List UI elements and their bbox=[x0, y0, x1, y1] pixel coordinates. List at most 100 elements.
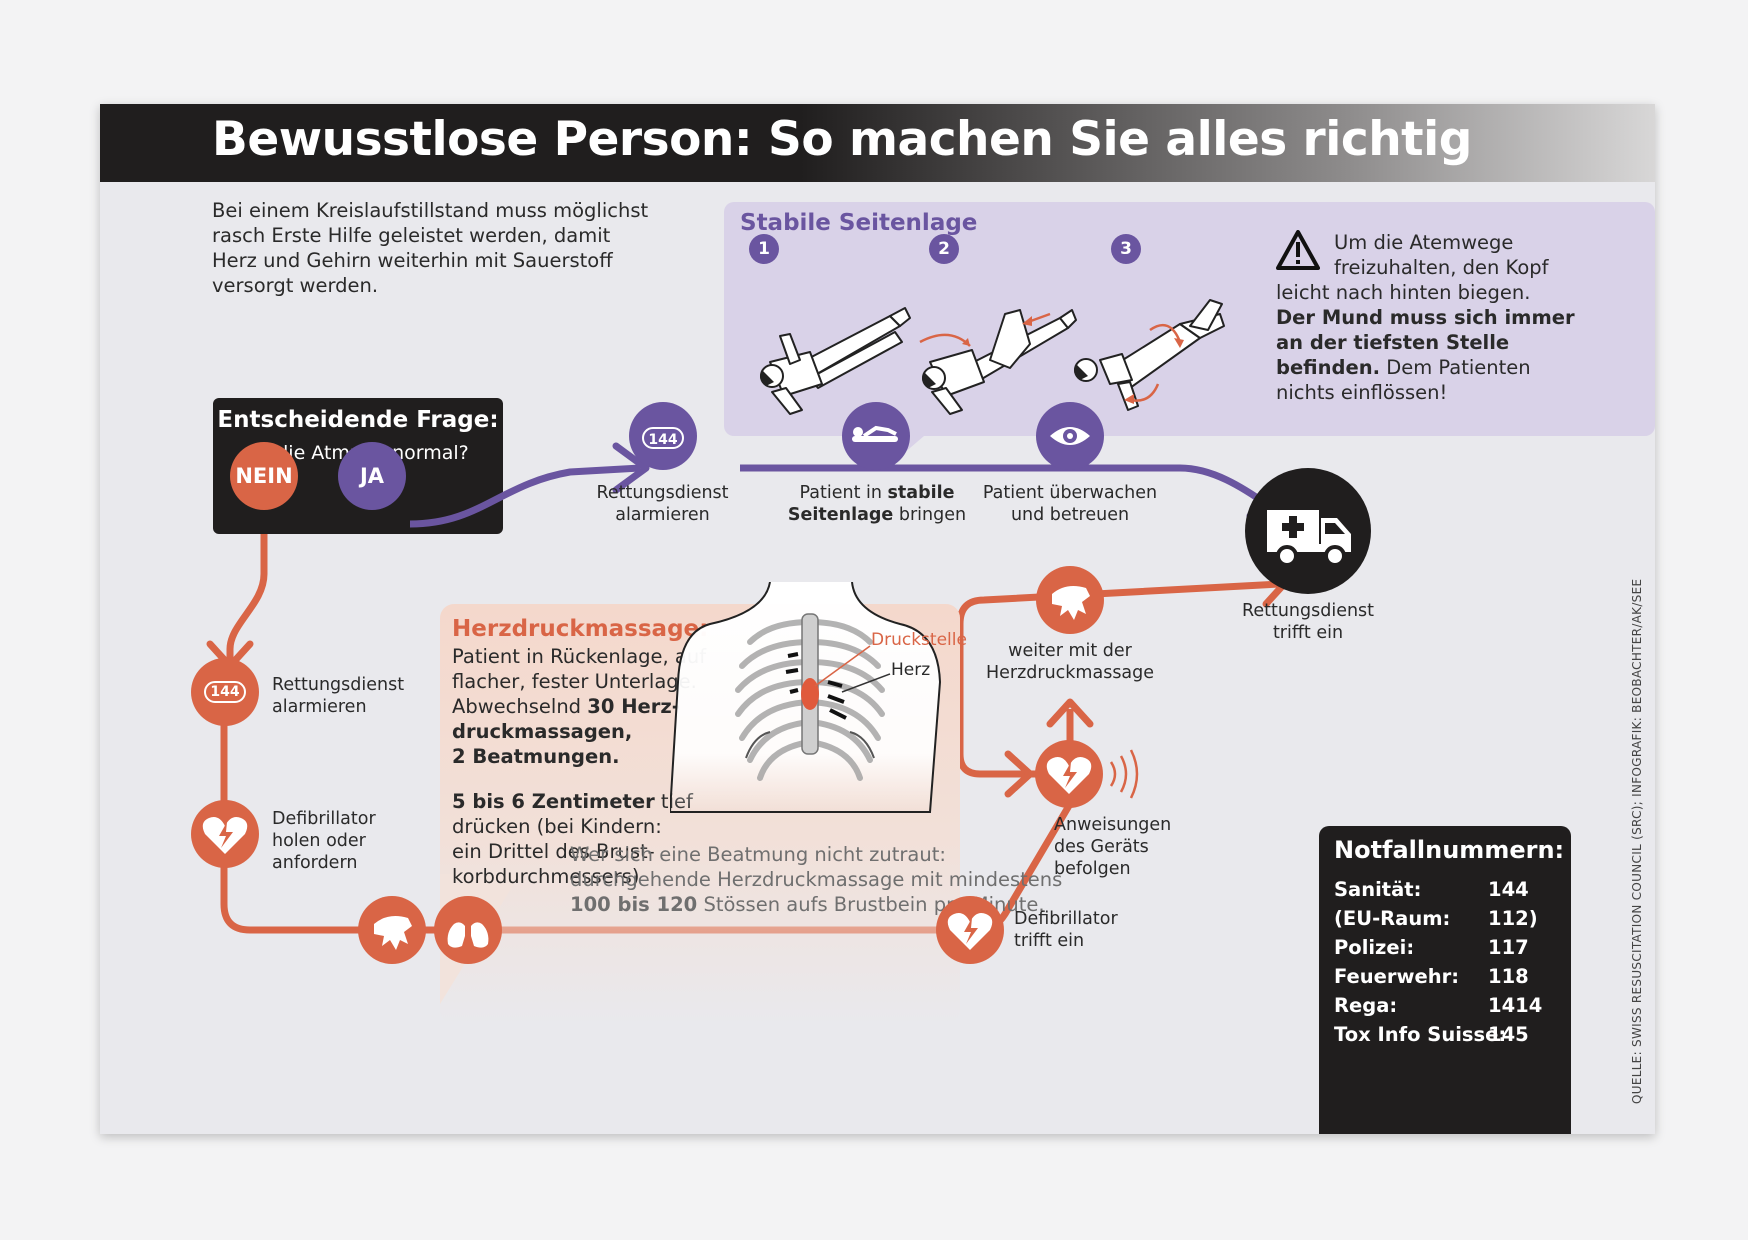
warning-bold: befinden. bbox=[1276, 356, 1380, 379]
warning-line: Um die Atemwege bbox=[1334, 231, 1514, 254]
cpr-line: flacher, fester Unterlage. bbox=[452, 670, 697, 693]
step-label-call: Rettungsdienst alarmieren bbox=[580, 482, 745, 526]
cpr-title: Herzdruckmassage: bbox=[452, 616, 709, 642]
service-name: Polizei: bbox=[1334, 936, 1415, 959]
intro-line: Herz und Gehirn weiterhin mit Sauerstoff bbox=[212, 249, 613, 272]
label-line: alarmieren bbox=[272, 697, 367, 717]
defibrillator-arrives-label: Defibrillator trifft ein bbox=[1014, 908, 1118, 952]
continue-cpr-icon bbox=[1036, 566, 1104, 634]
emergency-row: Sanität: 144 bbox=[1334, 878, 1552, 907]
infographic-card: Bewusstlose Person: So machen Sie alles … bbox=[100, 104, 1655, 1134]
stable-position-icon bbox=[842, 402, 910, 470]
recovery-step-2-illustration bbox=[919, 309, 1077, 415]
service-name: Feuerwehr: bbox=[1334, 965, 1460, 988]
emergency-row: Rega: 1414 bbox=[1334, 994, 1552, 1023]
eye-icon bbox=[1036, 402, 1104, 470]
label-line: Defibrillator bbox=[272, 809, 376, 829]
defibrillator-arrives-icon bbox=[936, 896, 1004, 964]
emergency-row: Tox Info Suisse: 145 bbox=[1334, 1023, 1552, 1052]
yes-answer-badge: JA bbox=[338, 442, 406, 510]
cpr-line: druckmassagen, bbox=[452, 720, 633, 743]
note-line: Wer sich eine Beatmung nicht zutraut: bbox=[570, 843, 946, 866]
intro-line: versorgt werden. bbox=[212, 274, 379, 297]
stable-position-title: Stabile Seitenlage bbox=[740, 210, 978, 236]
key-question-title: Entscheidende Frage: bbox=[217, 407, 499, 433]
label-line: weiter mit der bbox=[1008, 641, 1132, 661]
heart-label: Herz bbox=[891, 660, 931, 680]
warning-bold: Der Mund muss sich immer bbox=[1276, 306, 1575, 329]
emergency-row: (EU-Raum: 112) bbox=[1334, 907, 1552, 936]
label-line: holen oder bbox=[272, 831, 366, 851]
phone-number: 112) bbox=[1488, 907, 1538, 930]
phone-number: 118 bbox=[1488, 965, 1529, 988]
label-line: und betreuen bbox=[1010, 505, 1130, 525]
label-line: Rettungsdienst bbox=[596, 483, 729, 503]
label-line: Rettungsdienst bbox=[272, 675, 405, 695]
intro-line: Bei einem Kreislaufstillstand muss mögli… bbox=[212, 199, 649, 222]
warning-line: Dem Patienten bbox=[1380, 356, 1531, 379]
label-line: Defibrillator bbox=[1014, 909, 1118, 929]
service-name: Sanität: bbox=[1334, 878, 1422, 901]
note-line: 100 bis 120 bbox=[570, 893, 698, 916]
step-number-3: 3 bbox=[1111, 234, 1141, 264]
emergency-numbers-list: Sanität: 144 (EU-Raum: 112) Polizei: 117… bbox=[1334, 878, 1552, 1052]
intro-line: rasch Erste Hilfe geleistet werden, dami… bbox=[212, 224, 611, 247]
label-line: anfordern bbox=[272, 853, 358, 873]
step-number-2: 2 bbox=[929, 234, 959, 264]
call-emergency-step-no bbox=[191, 658, 259, 726]
service-name: Tox Info Suisse: bbox=[1334, 1023, 1507, 1046]
follow-instructions-label: Anweisungen des Geräts befolgen bbox=[1054, 814, 1171, 880]
phone-number: 145 bbox=[1488, 1023, 1529, 1046]
alarm-label: Rettungsdienst alarmieren bbox=[272, 674, 404, 718]
defibrillator-get-label: Defibrillator holen oder anfordern bbox=[272, 808, 376, 874]
recovery-step-3-illustration bbox=[1074, 299, 1225, 411]
cpr-line: drücken (bei Kindern: bbox=[452, 815, 662, 838]
phone-number: 1414 bbox=[1488, 994, 1543, 1017]
lungs-icon bbox=[434, 896, 502, 964]
label-line: Anweisungen bbox=[1054, 815, 1172, 835]
pressure-point-label: Druckstelle bbox=[871, 630, 967, 650]
step-label-stable: Patient in stabile Seitenlage bringen bbox=[772, 482, 982, 526]
recovery-step-1-illustration bbox=[760, 307, 911, 415]
label-line: Herzdruckmassage bbox=[985, 663, 1155, 683]
stable-position-panel bbox=[724, 202, 1655, 436]
warning-icon bbox=[1276, 230, 1320, 270]
label-line: Rettungsdienst bbox=[1241, 601, 1375, 621]
step-label-monitor: Patient überwachen und betreuen bbox=[975, 482, 1165, 526]
label-line: trifft ein bbox=[1014, 931, 1085, 951]
emergency-row: Polizei: 117 bbox=[1334, 936, 1552, 965]
label-part: Patient in bbox=[799, 483, 888, 503]
cpr-line: ein Drittel des Brust- bbox=[452, 840, 655, 863]
warning-line: freizuhalten, den Kopf bbox=[1334, 256, 1549, 279]
cpr-line: Abwechselnd bbox=[452, 695, 588, 718]
intro-text: Bei einem Kreislaufstillstand muss mögli… bbox=[212, 198, 648, 298]
label-line: befolgen bbox=[1054, 859, 1131, 879]
ambulance-icon bbox=[1245, 468, 1371, 594]
label-part: Seitenlage bbox=[787, 505, 894, 525]
call-emergency-step bbox=[629, 402, 697, 470]
ambulance-label: Rettungsdienst trifft ein bbox=[1220, 600, 1396, 644]
step-number-1: 1 bbox=[749, 234, 779, 264]
label-line: alarmieren bbox=[615, 505, 710, 525]
label-line: trifft ein bbox=[1272, 623, 1344, 643]
service-name: Rega: bbox=[1334, 994, 1398, 1017]
service-name: (EU-Raum: bbox=[1334, 907, 1451, 930]
cpr-line: 2 Beatmungen. bbox=[452, 745, 620, 768]
label-line: des Geräts bbox=[1054, 837, 1149, 857]
phone-number: 117 bbox=[1488, 936, 1529, 959]
phone-144-icon-no: 144 bbox=[204, 681, 246, 703]
cpr-line: korbdurchmessers) bbox=[452, 865, 640, 888]
emergency-numbers-box bbox=[1319, 826, 1571, 1134]
emergency-row: Feuerwehr: 118 bbox=[1334, 965, 1552, 994]
cpr-line: Patient in Rückenlage, auf bbox=[452, 645, 707, 668]
label-part: stabile bbox=[887, 483, 955, 503]
note-line: durchgehende Herzdruckmassage mit mindes… bbox=[570, 868, 1063, 891]
source-credit: QUELLE: SWISS RESUSCITATION COUNCIL (SRC… bbox=[1630, 578, 1644, 1104]
phone-number: 144 bbox=[1488, 878, 1529, 901]
warning-text-top: Um die Atemwege freizuhalten, den Kopf bbox=[1334, 230, 1549, 280]
warning-line: nichts einflössen! bbox=[1276, 381, 1448, 404]
phone-144-icon: 144 bbox=[642, 427, 684, 449]
page-title: Bewusstlose Person: So machen Sie alles … bbox=[212, 112, 1472, 167]
defibrillator-heart-icon bbox=[191, 800, 259, 868]
label-line: Patient überwachen bbox=[982, 483, 1158, 503]
